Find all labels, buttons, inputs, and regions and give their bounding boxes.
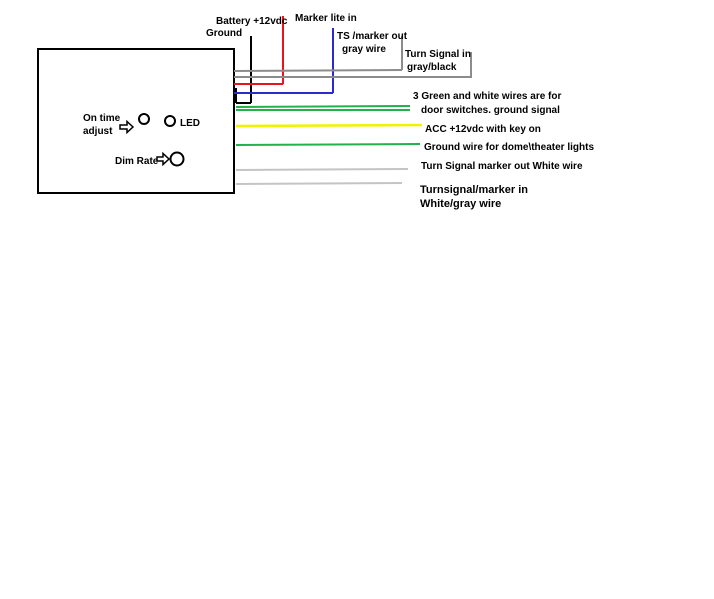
ground-label: Ground <box>206 28 242 39</box>
ts-marker-out-white-label: Turn Signal marker out White wire <box>421 161 583 172</box>
ts-marker-in-label: Turnsignal/marker in <box>420 184 528 196</box>
door-switch-label: 3 Green and white wires are for <box>413 91 561 102</box>
on-time-adjust-knob <box>138 113 150 125</box>
door-switch-label-2: door switches. ground signal <box>421 105 560 116</box>
ts-marker-out-wire <box>233 36 403 72</box>
dome-ground-label: Ground wire for dome\theater lights <box>424 142 594 153</box>
ts-marker-out-white-wire <box>235 168 409 171</box>
ts-marker-in-label-2: White/gray wire <box>420 198 501 210</box>
ts-marker-out-label: TS /marker out <box>337 31 408 42</box>
door-switch-wires <box>235 105 411 111</box>
controller-box <box>37 48 235 194</box>
turn-signal-in-label-2: gray/black <box>407 62 457 73</box>
marker-lite-in-label: Marker lite in <box>295 13 357 24</box>
ts-marker-in-wire <box>235 182 403 185</box>
on-time-label-2: adjust <box>83 126 113 137</box>
arrow-right-icon <box>156 151 171 167</box>
turn-signal-in-wire <box>234 52 472 78</box>
ts-marker-out-label-2: gray wire <box>342 44 386 55</box>
dim-rate-label: Dim Rate <box>115 156 159 167</box>
dome-ground-wire <box>235 143 421 146</box>
acc-wire <box>235 123 423 128</box>
led-label: LED <box>180 118 200 129</box>
led-indicator <box>164 115 176 127</box>
ground-wire <box>235 36 252 104</box>
acc-label: ACC +12vdc with key on <box>425 124 541 135</box>
marker-lite-in-wire <box>234 28 334 94</box>
arrow-right-icon <box>119 119 135 135</box>
turn-signal-in-label: Turn Signal in <box>405 49 471 60</box>
battery-wire <box>234 16 284 85</box>
dim-rate-knob <box>169 151 185 167</box>
battery-label: Battery +12vdc <box>216 16 288 27</box>
on-time-label: On time <box>83 113 121 124</box>
